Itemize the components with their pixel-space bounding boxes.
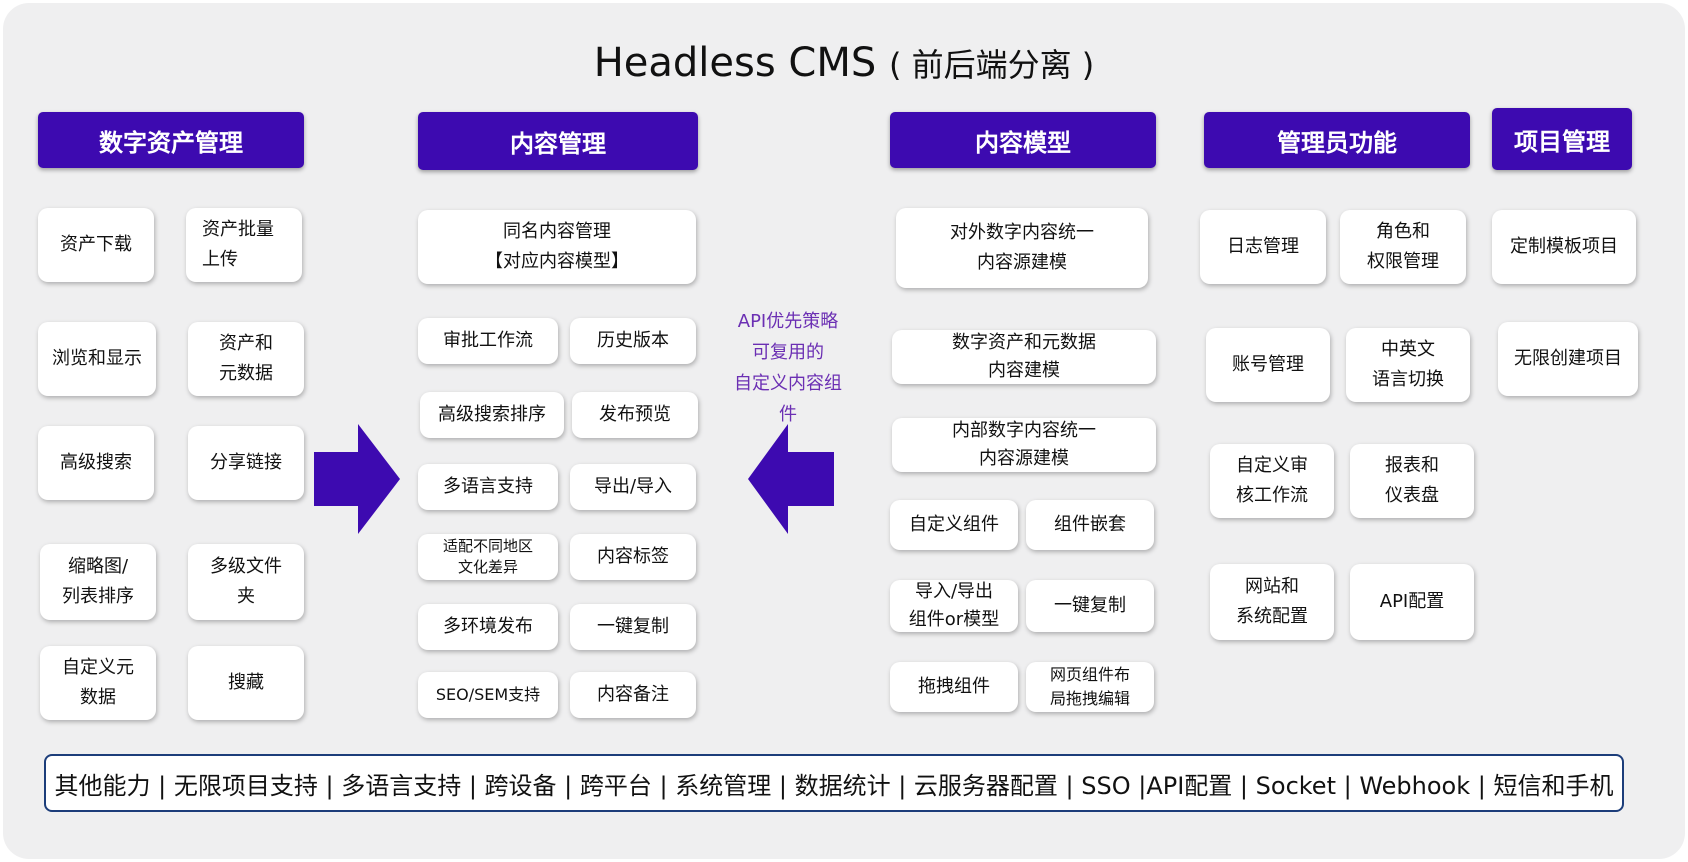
card-content-notes: 内容备注 xyxy=(570,672,696,718)
card-role-permission: 角色和 权限管理 xyxy=(1340,210,1466,284)
card-custom-template-project: 定制模板项目 xyxy=(1492,210,1636,284)
card-custom-review-workflow: 自定义审 核工作流 xyxy=(1210,444,1334,518)
arrow-left-icon xyxy=(748,424,834,534)
header-project-management: 项目管理 xyxy=(1492,108,1632,170)
header-digital-assets: 数字资产管理 xyxy=(38,112,304,168)
card-external-content-model: 对外数字内容统一 内容源建模 xyxy=(896,208,1148,288)
card-asset-metadata: 资产和 元数据 xyxy=(188,322,304,396)
card-one-click-copy: 一键复制 xyxy=(570,604,696,650)
card-share-link: 分享链接 xyxy=(188,426,304,500)
card-internal-content-model: 内部数字内容统一 内容源建模 xyxy=(892,418,1156,472)
header-admin-functions: 管理员功能 xyxy=(1204,112,1470,168)
card-account-management: 账号管理 xyxy=(1206,328,1330,402)
header-content-management: 内容管理 xyxy=(418,112,698,170)
card-import-export-component: 导入/导出 组件or模型 xyxy=(890,580,1018,632)
card-approval-workflow: 审批工作流 xyxy=(418,318,558,364)
card-language-switch: 中英文 语言切换 xyxy=(1346,328,1470,402)
card-same-name-content: 同名内容管理 【对应内容模型】 xyxy=(418,210,696,284)
card-site-system-config: 网站和 系统配置 xyxy=(1210,564,1334,640)
card-advanced-search-sort: 高级搜索排序 xyxy=(420,392,564,438)
card-custom-component: 自定义组件 xyxy=(890,500,1018,550)
card-drag-component: 拖拽组件 xyxy=(890,662,1018,712)
card-asset-metadata-model: 数字资产和元数据 内容建模 xyxy=(892,330,1156,384)
card-log-management: 日志管理 xyxy=(1200,210,1326,284)
card-seo-sem: SEO/SEM支持 xyxy=(418,672,558,718)
card-api-config: API配置 xyxy=(1350,564,1474,640)
card-thumbnail-sort: 缩略图/ 列表排序 xyxy=(40,544,156,620)
card-export-import: 导出/导入 xyxy=(570,464,696,510)
card-component-nesting: 组件嵌套 xyxy=(1026,500,1154,550)
card-model-one-click-copy: 一键复制 xyxy=(1026,580,1154,632)
api-first-note: API优先策略 可复用的 自定义内容组 件 xyxy=(734,311,842,425)
other-capabilities-bar: 其他能力 | 无限项目支持 | 多语言支持 | 跨设备 | 跨平台 | 系统管理… xyxy=(44,754,1624,812)
card-web-layout-drag-edit: 网页组件布 局拖拽编辑 xyxy=(1026,662,1154,712)
card-asset-download: 资产下载 xyxy=(38,208,154,282)
title-sub: ( 前后端分离 ) xyxy=(888,46,1095,84)
card-advanced-search: 高级搜索 xyxy=(38,426,154,500)
header-content-model: 内容模型 xyxy=(890,112,1156,168)
card-asset-batch-upload: 资产批量 上传 xyxy=(186,208,302,282)
arrow-right-icon xyxy=(314,424,400,534)
card-unlimited-projects: 无限创建项目 xyxy=(1498,322,1638,396)
card-browse-display: 浏览和显示 xyxy=(38,322,156,396)
card-publish-preview: 发布预览 xyxy=(572,392,698,438)
diagram-title: Headless CMS ( 前后端分离 ) xyxy=(0,38,1688,90)
card-multilingual: 多语言支持 xyxy=(418,464,558,510)
card-collection: 搜藏 xyxy=(188,646,304,720)
card-version-history: 历史版本 xyxy=(570,318,696,364)
card-regional-adaptation: 适配不同地区 文化差异 xyxy=(418,534,558,580)
card-custom-metadata: 自定义元 数据 xyxy=(40,646,156,720)
card-reports-dashboard: 报表和 仪表盘 xyxy=(1350,444,1474,518)
title-main: Headless CMS xyxy=(593,40,877,86)
card-multilevel-folder: 多级文件 夹 xyxy=(188,544,304,620)
card-content-tags: 内容标签 xyxy=(570,534,696,580)
card-multi-env-publish: 多环境发布 xyxy=(418,604,558,650)
